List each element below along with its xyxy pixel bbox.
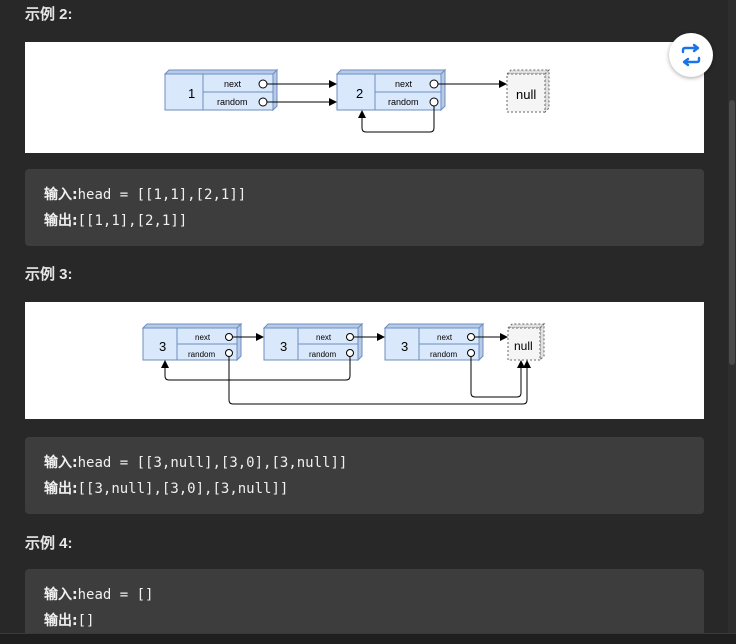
- next-label: next: [395, 79, 413, 89]
- vertical-scrollbar[interactable]: [728, 0, 736, 644]
- node-value: 2: [356, 86, 363, 101]
- example-3-heading: 示例 3:: [25, 266, 73, 283]
- output-line: 输出:[[1,1],[2,1]]: [44, 208, 685, 234]
- input-label: 输入:: [44, 187, 78, 203]
- random-pointer-arrow: [358, 106, 435, 133]
- example-3-linked-list-svg: 3 next random 3 next random: [141, 322, 546, 405]
- random-label: random: [309, 350, 336, 359]
- null-label: null: [516, 87, 536, 102]
- input-line: 输入:head = []: [44, 582, 685, 608]
- swap-layout-button[interactable]: [669, 33, 713, 77]
- example-2-code-block: 输入:head = [[1,1],[2,1]] 输出:[[1,1],[2,1]]: [25, 169, 704, 246]
- example-2-node-2: 2 next random: [335, 68, 447, 112]
- example-3-code-block: 输入:head = [[3,null],[3,0],[3,null]] 输出:[…: [25, 437, 704, 514]
- example-4-heading: 示例 4:: [25, 535, 73, 552]
- output-value: [[3,null],[3,0],[3,null]]: [77, 481, 289, 497]
- node-value: 3: [159, 339, 166, 354]
- example-3-node-1: 3 next random: [141, 322, 243, 362]
- output-label: 输出:: [44, 213, 78, 229]
- example-3-node-3: 3 next random: [383, 322, 485, 362]
- example-4-code-block: 输入:head = [] 输出:[]: [25, 569, 704, 639]
- input-label: 输入:: [44, 455, 78, 471]
- output-line: 输出:[[3,null],[3,0],[3,null]]: [44, 476, 685, 502]
- next-label: next: [316, 333, 332, 342]
- node-value: 1: [188, 86, 195, 101]
- example-2-node-1: 1 next random: [163, 68, 279, 112]
- node-value: 3: [401, 339, 408, 354]
- example-2-linked-list-svg: 1 next random 2 next random: [163, 68, 551, 133]
- output-value: [[1,1],[2,1]]: [77, 213, 188, 229]
- input-label: 输入:: [44, 587, 78, 603]
- example-3-node-2: 3 next random: [262, 322, 364, 362]
- example-2-heading: 示例 2:: [25, 6, 73, 23]
- output-line: 输出:[]: [44, 608, 685, 634]
- output-label: 输出:: [44, 481, 78, 497]
- next-label: next: [224, 79, 242, 89]
- random-label: random: [388, 97, 419, 107]
- node-value: 3: [280, 339, 287, 354]
- next-label: next: [195, 333, 211, 342]
- random-label: random: [188, 350, 215, 359]
- random-pointer-arrow: [228, 357, 531, 405]
- input-line: 输入:head = [[1,1],[2,1]]: [44, 182, 685, 208]
- swap-arrows-icon: [681, 43, 701, 67]
- random-label: random: [217, 97, 248, 107]
- random-pointer-arrow: [470, 357, 525, 398]
- random-pointer-arrow: [161, 357, 351, 381]
- example-3-diagram: 3 next random 3 next random: [25, 302, 704, 419]
- example-3-null-node: null: [506, 322, 546, 362]
- output-value: []: [77, 613, 95, 629]
- example-2-null-node: null: [505, 68, 551, 114]
- example-2-diagram: 1 next random 2 next random: [25, 42, 704, 153]
- scrollbar-thumb[interactable]: [729, 100, 735, 365]
- bottom-bar: [0, 633, 736, 644]
- next-label: next: [437, 333, 453, 342]
- output-label: 输出:: [44, 613, 78, 629]
- input-value: head = []: [77, 587, 154, 603]
- input-line: 输入:head = [[3,null],[3,0],[3,null]]: [44, 450, 685, 476]
- input-value: head = [[3,null],[3,0],[3,null]]: [77, 455, 348, 471]
- random-label: random: [430, 350, 457, 359]
- null-label: null: [514, 339, 533, 353]
- input-value: head = [[1,1],[2,1]]: [77, 187, 247, 203]
